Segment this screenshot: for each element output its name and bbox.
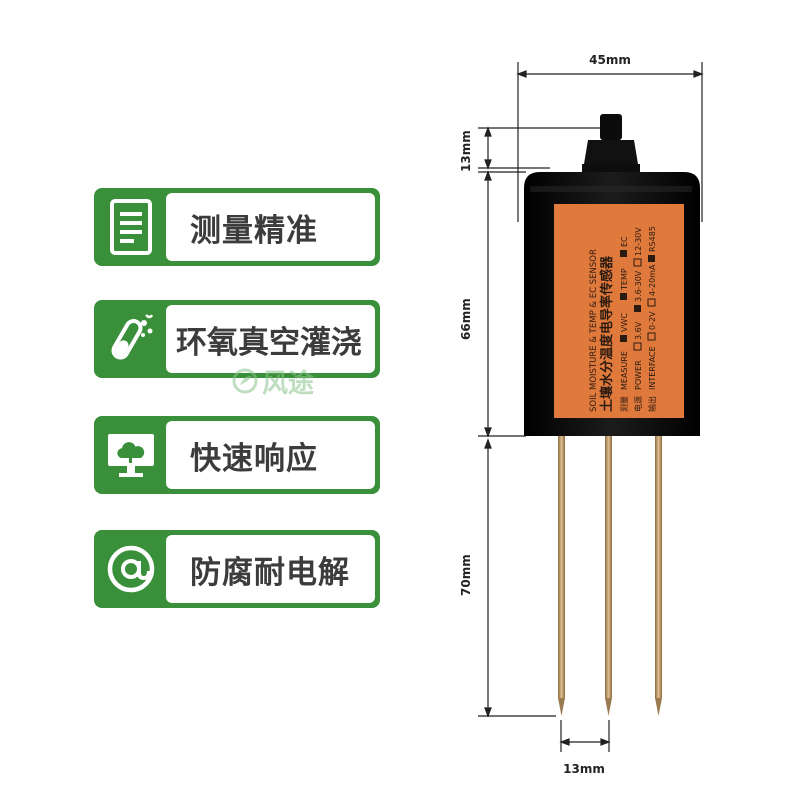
dimension-width-label: 45mm (589, 53, 631, 67)
label-power-cn: 电源 (633, 396, 643, 412)
label-interface-opt3: RS485 (648, 226, 657, 252)
sensor-label: SOIL MOISTURE & TEMP & EC SENSOR 土壤水分温度电… (554, 204, 684, 418)
feature-label: 防腐耐电解 (190, 554, 350, 591)
feature-label-box: 环氧真空灌浇 (166, 305, 375, 373)
label-interface-opt2: 4-20mA (648, 264, 657, 296)
label-title-en: SOIL MOISTURE & TEMP & EC SENSOR (589, 249, 599, 412)
dimension-cable-height (478, 126, 600, 170)
label-interface-opt1: 0-2V (648, 311, 657, 330)
cable-gland (582, 114, 640, 176)
label-measure-ec: EC (620, 236, 629, 247)
label-interface-en: INTERFACE (648, 346, 657, 390)
feature-label: 环氧真空灌浇 (176, 324, 362, 361)
feature-badge-epoxy-vacuum-potting: 环氧真空灌浇 (94, 300, 380, 378)
brand-leaf-logo-icon (232, 368, 258, 394)
document-list-icon (100, 194, 162, 260)
dimension-width (516, 62, 704, 222)
label-title-cn: 土壤水分温度电导率传感器 (599, 255, 615, 412)
label-power-en: POWER (634, 360, 643, 390)
feature-label: 测量精准 (190, 212, 318, 249)
monitor-cloud-icon (100, 422, 162, 488)
dimension-probe-spacing (559, 720, 611, 752)
label-measure-cn: 测量 (620, 396, 629, 412)
brand-watermark: 风途 (232, 364, 352, 399)
label-interface-cn: 输出 (647, 396, 657, 412)
watermark-text: 风途 (262, 368, 315, 399)
feature-label-box: 防腐耐电解 (166, 535, 375, 603)
dimension-probe-spacing-label: 13mm (563, 762, 605, 776)
label-measure-temp: TEMP (620, 268, 629, 291)
probe-right (655, 436, 662, 716)
feature-badge-accurate-measurement: 测量精准 (94, 188, 380, 266)
feature-badge-fast-response: 快速响应 (94, 416, 380, 494)
dimension-probe-length-label: 70mm (459, 554, 473, 596)
feature-label-box: 快速响应 (166, 421, 375, 489)
dimension-body-height (478, 170, 526, 438)
label-power-opt2: 3.6-30V (634, 270, 643, 302)
test-tube-pour-icon (100, 306, 162, 372)
label-measure-vwc: VWC (620, 313, 629, 332)
feature-label-box: 测量精准 (166, 193, 375, 261)
label-measure-en: MEASURE (620, 351, 629, 390)
dimension-body-height-label: 66mm (459, 298, 473, 340)
label-power-opt1: 3.6V (634, 321, 643, 340)
dimension-cable-height-label: 13mm (459, 130, 473, 172)
feature-badge-corrosion-electrolysis-resistant: 防腐耐电解 (94, 530, 380, 608)
feature-label: 快速响应 (190, 440, 318, 477)
probe-left (558, 436, 565, 716)
label-power-opt3: 12-30V (634, 227, 643, 256)
probe-middle (605, 436, 612, 716)
at-sign-icon (100, 536, 162, 602)
dimension-probe-length (478, 438, 556, 718)
